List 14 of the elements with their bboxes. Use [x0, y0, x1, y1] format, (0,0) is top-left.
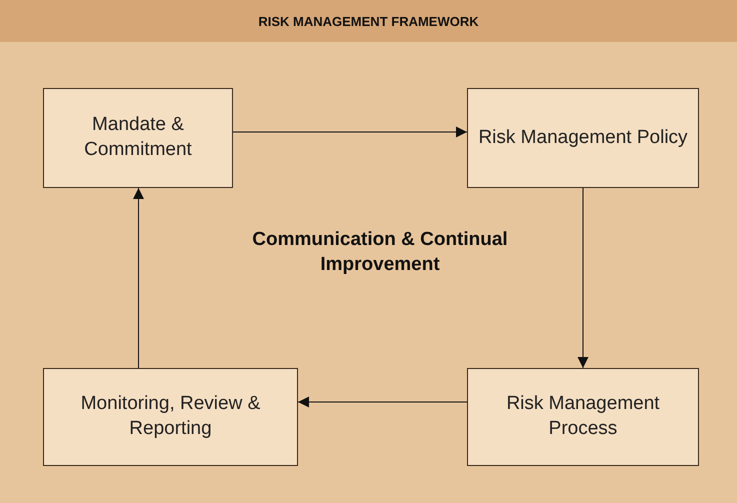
- box-label: Risk Management Process: [505, 392, 661, 441]
- process-box: [43, 368, 298, 466]
- process-box: [43, 88, 233, 188]
- process-box: [467, 368, 699, 466]
- arrow: [232, 126, 468, 138]
- box-label: Monitoring, Review & Reporting: [80, 392, 262, 441]
- arrow: [578, 188, 588, 368]
- box-label: Risk Management Policy: [477, 126, 689, 150]
- arrow: [133, 188, 144, 368]
- box-label: Mandate & Commitment: [83, 113, 193, 162]
- process-box: [467, 88, 699, 188]
- arrow: [298, 396, 468, 408]
- title-banner: RISK MANAGEMENT FRAMEWORK: [0, 0, 737, 42]
- center-label: Communication & Continual Improvement: [251, 228, 509, 277]
